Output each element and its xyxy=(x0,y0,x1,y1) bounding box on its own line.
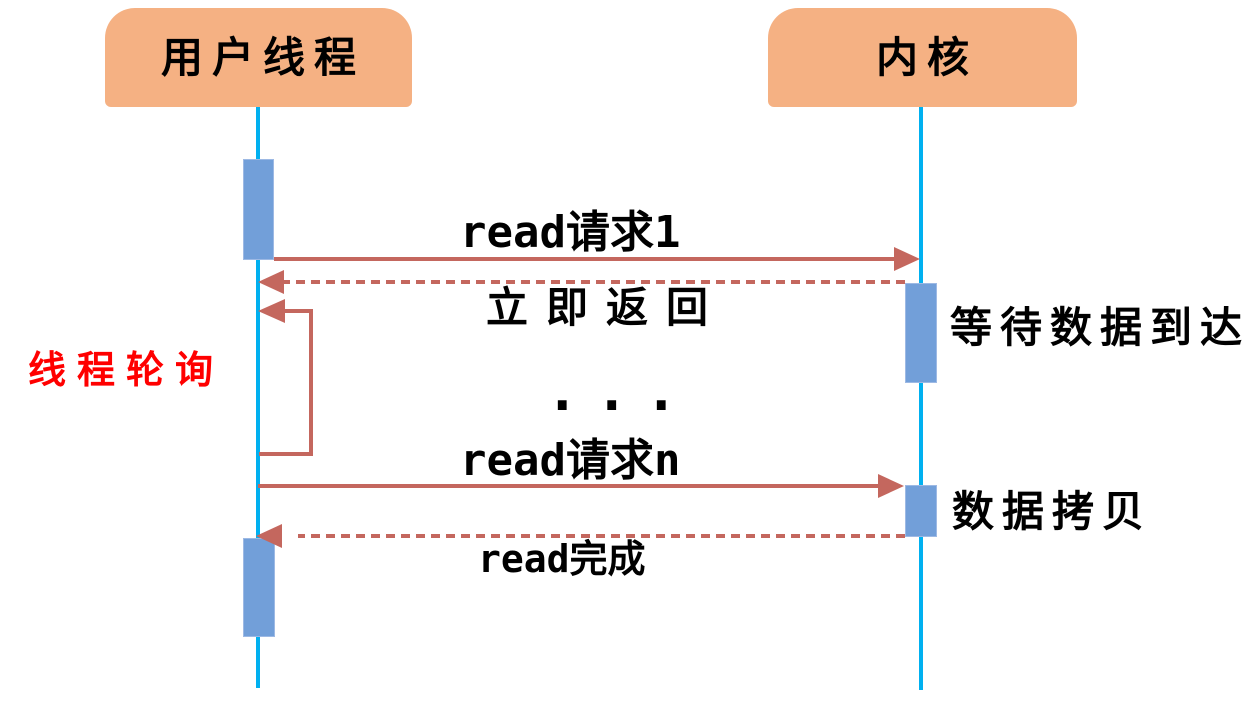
label-immediate-return: 立即返回 xyxy=(486,283,727,332)
actor-label-kernel: 内核 xyxy=(875,32,978,82)
lifeline-user-thread xyxy=(256,107,260,688)
actor-header-kernel: 内核 xyxy=(768,8,1077,107)
arrow-immediate-return xyxy=(258,270,905,294)
lifeline-kernel xyxy=(919,107,923,690)
activation-bar-user-2 xyxy=(243,538,275,637)
activation-bar-user-1 xyxy=(243,159,274,260)
label-wait-data-arrival: 等待数据到达 xyxy=(950,303,1251,352)
activation-bar-kernel-wait xyxy=(905,283,937,383)
label-read-request-n: read请求n xyxy=(460,435,681,486)
actor-label-user-thread: 用户线程 xyxy=(160,32,365,82)
arrow-read-request-1 xyxy=(274,247,920,271)
actor-header-user-thread: 用户线程 xyxy=(105,8,412,107)
self-loop-thread-polling xyxy=(258,299,313,456)
label-data-copy: 数据拷贝 xyxy=(952,487,1153,536)
label-thread-polling: 线程轮询 xyxy=(28,348,225,392)
label-ellipsis: ... xyxy=(546,360,695,423)
arrow-read-request-n xyxy=(258,474,904,498)
arrow-read-complete xyxy=(256,524,905,548)
label-read-request-1: read请求1 xyxy=(460,207,681,258)
label-read-complete: read完成 xyxy=(478,537,646,581)
activation-bar-kernel-copy xyxy=(905,485,937,537)
